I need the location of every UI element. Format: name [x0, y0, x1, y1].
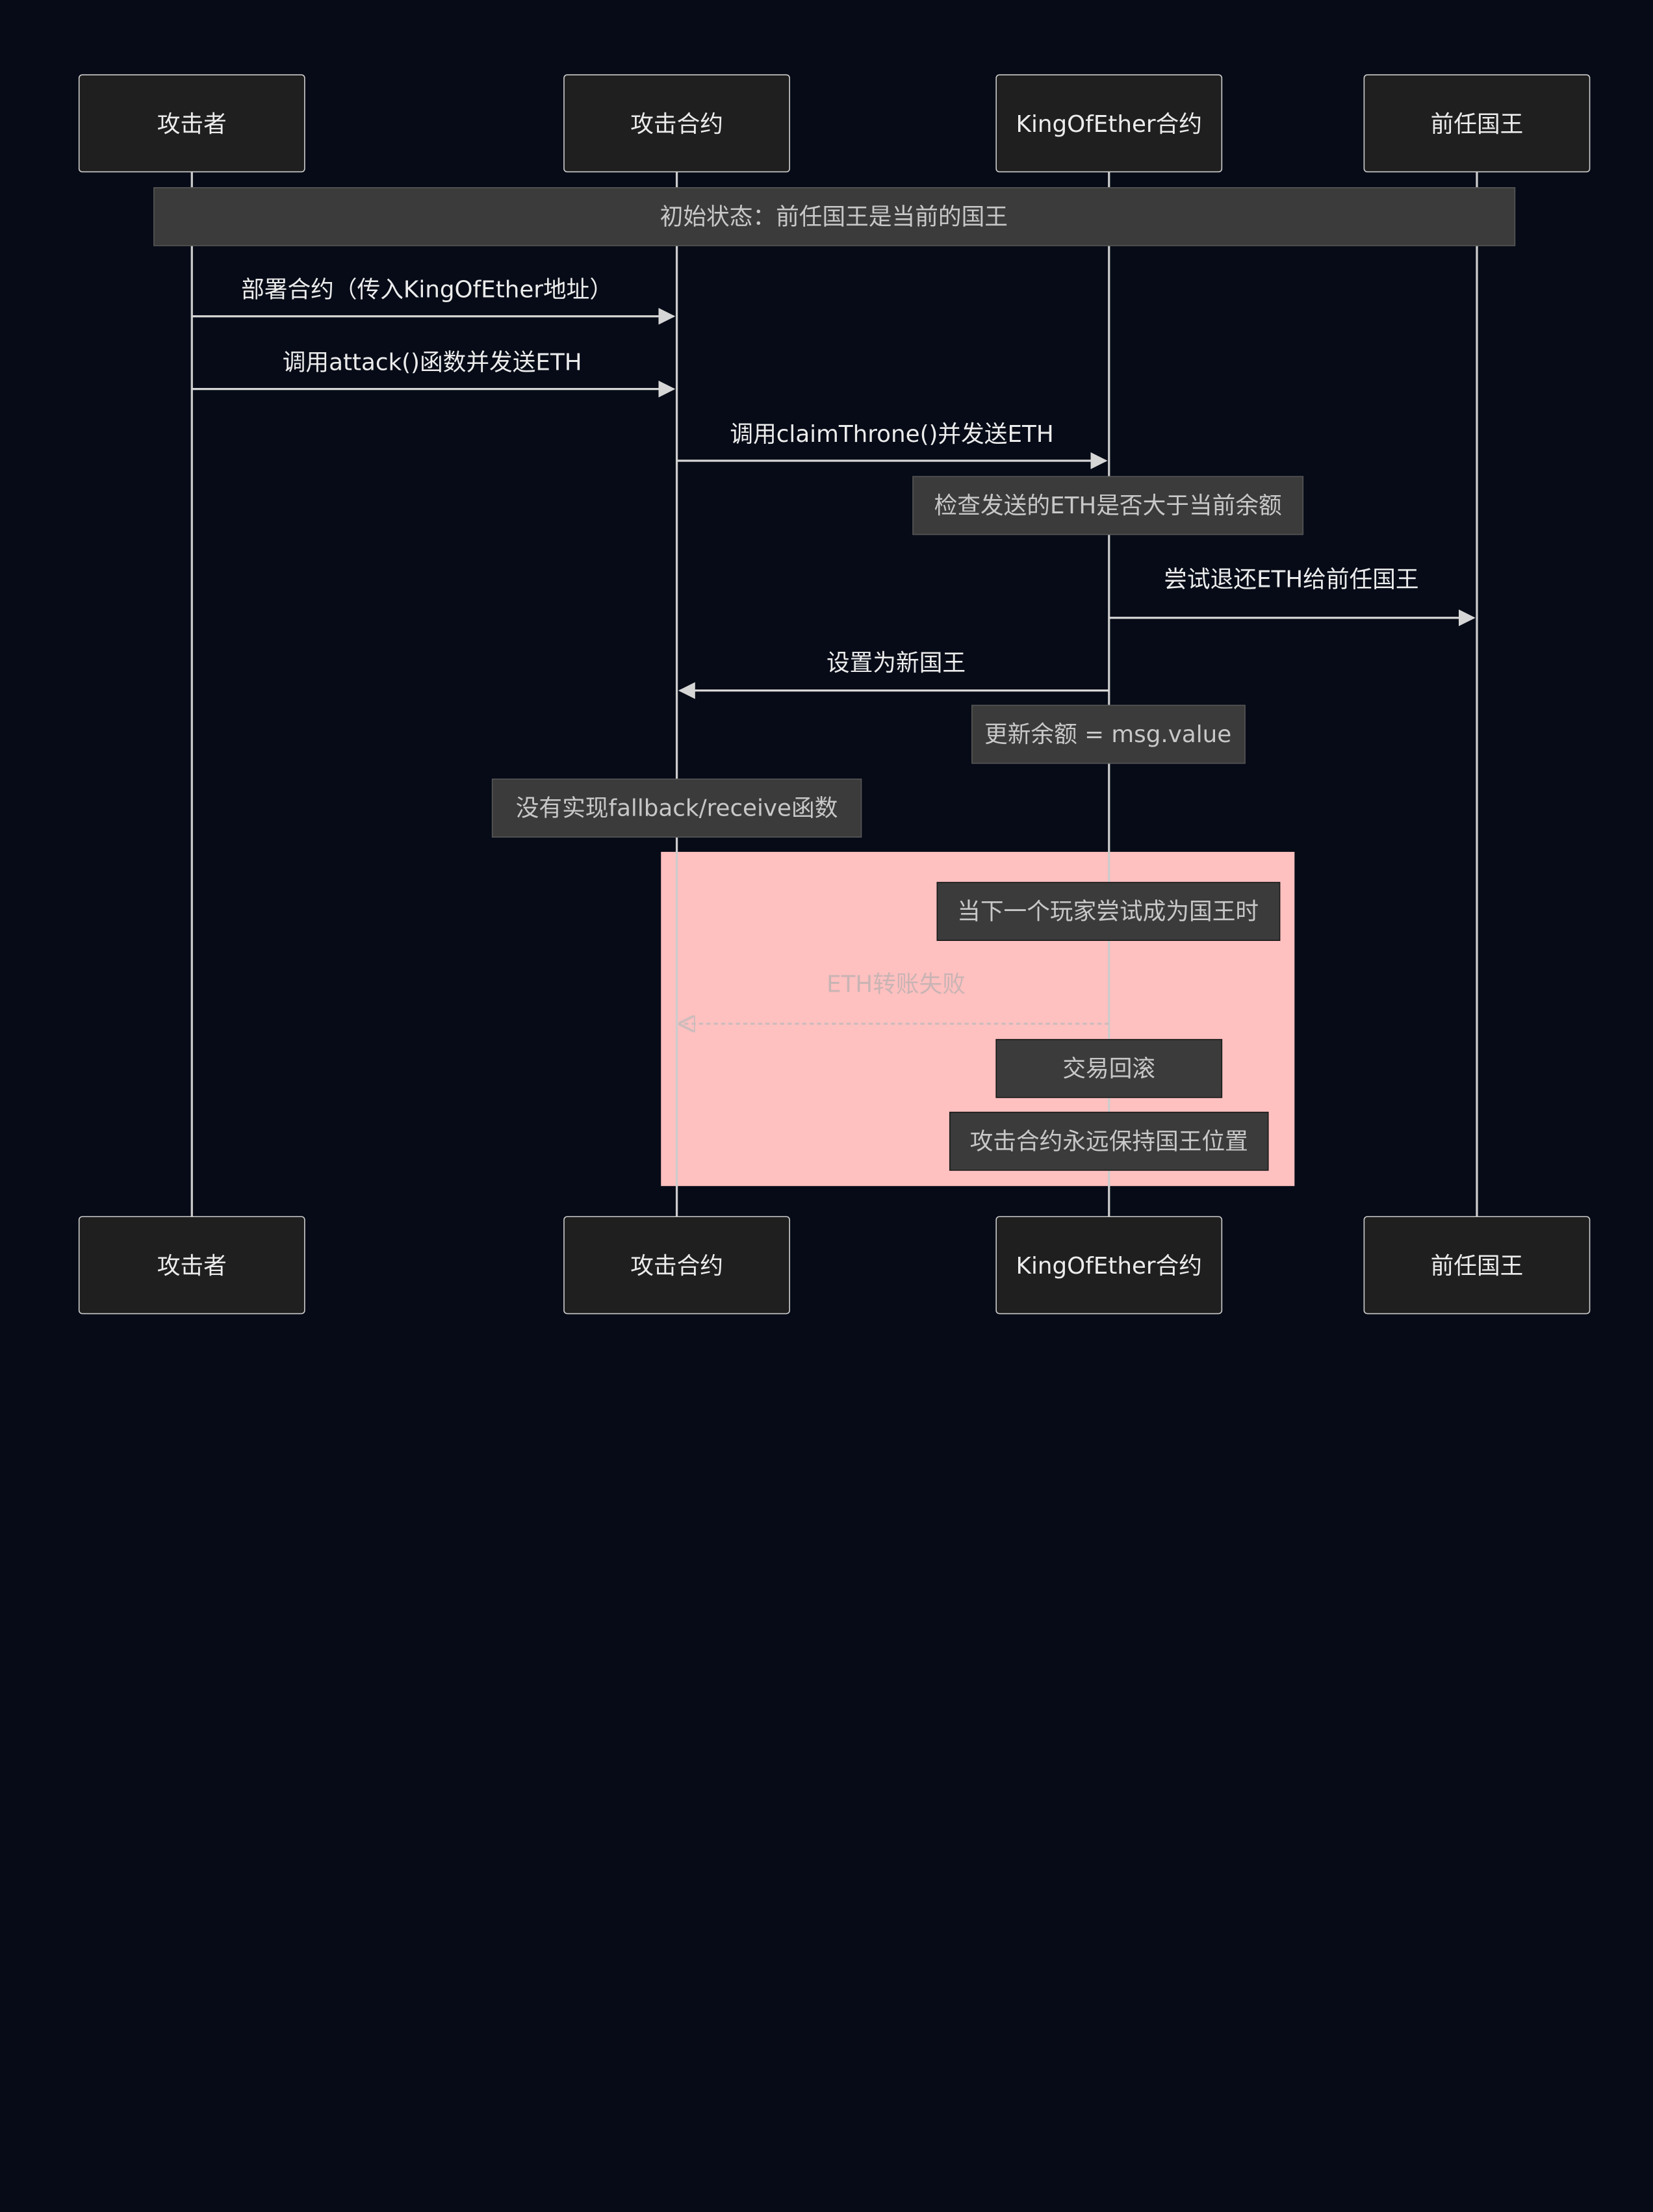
- note-update-balance: 更新余额 = msg.value: [971, 704, 1246, 764]
- actor-bottom-attacker: 攻击者: [78, 1216, 305, 1315]
- actor-label: 前任国王: [1431, 1253, 1524, 1280]
- actor-top-king-contract: KingOfEther合约: [995, 74, 1223, 173]
- actor-bottom-king-contract: KingOfEther合约: [995, 1216, 1223, 1315]
- actor-label: KingOfEther合约: [1016, 111, 1202, 138]
- message-label: 部署合约（传入KingOfEther地址）: [241, 277, 613, 303]
- note-label: 没有实现fallback/receive函数: [516, 795, 838, 822]
- actor-label: 攻击合约: [630, 1253, 723, 1280]
- note-initial-state: 初始状态：前任国王是当前的国王: [153, 186, 1516, 246]
- message-label: ETH转账失败: [826, 971, 966, 998]
- actor-bottom-prev-king: 前任国王: [1363, 1216, 1591, 1315]
- note-no-fallback: 没有实现fallback/receive函数: [491, 778, 862, 838]
- actor-label: KingOfEther合约: [1016, 1253, 1202, 1280]
- note-label: 初始状态：前任国王是当前的国王: [660, 204, 1008, 231]
- note-permanent-king: 攻击合约永远保持国王位置: [949, 1111, 1269, 1171]
- note-label: 攻击合约永远保持国王位置: [970, 1128, 1248, 1155]
- sequence-diagram: 攻击者 攻击合约 KingOfEther合约 前任国王 初始状态：前任国王是当前…: [78, 74, 1591, 1315]
- actor-label: 攻击者: [157, 1253, 227, 1280]
- actor-top-attack-contract: 攻击合约: [563, 74, 790, 173]
- note-label: 更新余额 = msg.value: [984, 721, 1231, 748]
- message-set-new-king: 设置为新国王: [678, 650, 1109, 699]
- message-claim-throne: 调用claimThrone()并发送ETH: [676, 421, 1108, 469]
- actor-label: 攻击合约: [630, 111, 723, 138]
- message-label: 调用attack()函数并发送ETH: [283, 349, 582, 376]
- actor-top-attacker: 攻击者: [78, 74, 305, 173]
- note-label: 检查发送的ETH是否大于当前余额: [934, 493, 1282, 519]
- note-check-eth: 检查发送的ETH是否大于当前余额: [912, 476, 1304, 535]
- message-label: 尝试退还ETH给前任国王: [1164, 567, 1418, 593]
- actor-top-prev-king: 前任国王: [1363, 74, 1591, 173]
- note-label: 当下一个玩家尝试成为国王时: [957, 899, 1259, 925]
- note-next-player: 当下一个玩家尝试成为国王时: [936, 882, 1281, 941]
- message-refund-prev-king: 尝试退还ETH给前任国王: [1108, 567, 1476, 626]
- note-rollback: 交易回滚: [995, 1038, 1223, 1098]
- message-label: 设置为新国王: [826, 650, 966, 676]
- actor-label: 前任国王: [1431, 111, 1524, 138]
- actor-label: 攻击者: [157, 111, 227, 138]
- actor-bottom-attack-contract: 攻击合约: [563, 1216, 790, 1315]
- message-eth-transfer-failed: ETH转账失败: [680, 971, 1109, 1024]
- note-label: 交易回滚: [1062, 1055, 1155, 1082]
- message-deploy: 部署合约（传入KingOfEther地址）: [192, 277, 676, 325]
- message-call-attack: 调用attack()函数并发送ETH: [192, 349, 676, 398]
- message-label: 调用claimThrone()并发送ETH: [730, 421, 1053, 448]
